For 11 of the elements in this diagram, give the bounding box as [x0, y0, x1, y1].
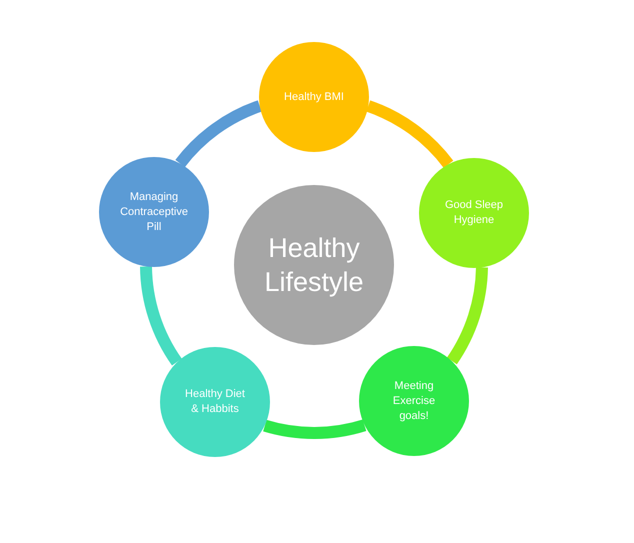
node-label: Healthy BMI [284, 90, 344, 104]
node-label: Managing Contraceptive Pill [119, 190, 189, 234]
ring-arc-connector [263, 419, 366, 439]
ring-arc-connector [366, 100, 454, 168]
center-title: Healthy Lifestyle [263, 232, 365, 299]
ring-arc-connector [140, 266, 182, 366]
node-label: Meeting Exercise goals! [392, 378, 436, 424]
ring-arc-connector [446, 267, 488, 364]
ring-arc-connector [176, 100, 262, 168]
node-label: Healthy Diet & Habbits [184, 387, 246, 417]
node-label: Good Sleep Hygiene [444, 198, 504, 228]
